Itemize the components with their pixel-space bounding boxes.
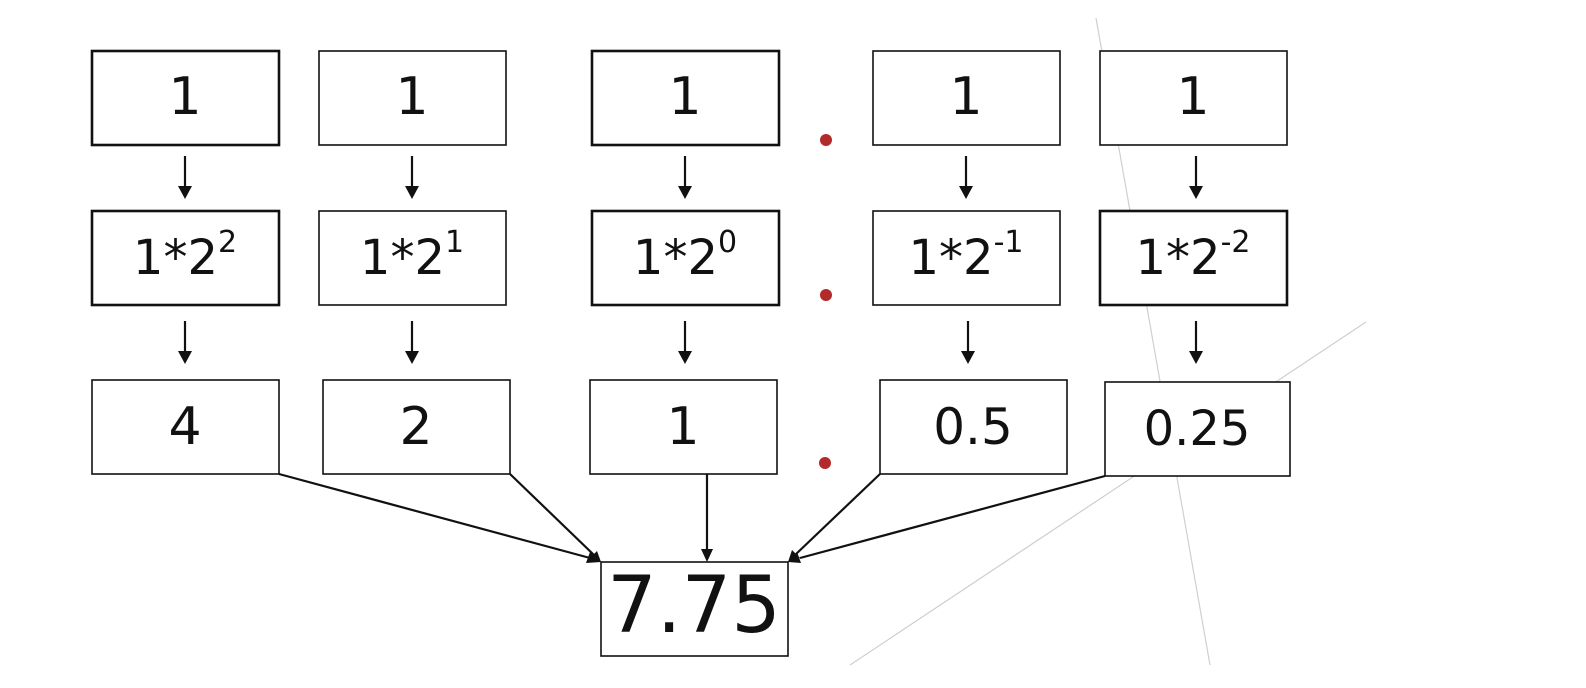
term-box-4: 1*2-2: [1098, 209, 1289, 307]
term-box-4-exponent: -2: [1221, 225, 1251, 260]
term-box-3-exponent: -1: [994, 225, 1024, 260]
bit-box-3: 1: [872, 50, 1061, 146]
bit-box-0-label: 1: [168, 67, 201, 127]
term-box-0-label: 1*22: [133, 225, 237, 287]
arrow-value-to-result-1: [509, 473, 601, 562]
value-box-1: 2: [322, 379, 511, 475]
term-box-1-label: 1*21: [360, 225, 464, 287]
arrow-term-to-value-4: [1189, 321, 1203, 364]
arrow-term-to-value-3: [961, 321, 975, 364]
bit-box-1: 1: [318, 50, 507, 146]
bit-box-0: 1: [90, 49, 281, 147]
arrow-term-to-value-1: [405, 321, 419, 364]
value-box-2-label: 1: [666, 397, 699, 457]
term-box-2: 1*20: [590, 209, 781, 307]
binary-point-dot-row-1: [820, 134, 832, 146]
arrow-term-to-value-2: [678, 321, 692, 364]
term-box-0: 1*22: [90, 209, 281, 307]
term-box-0-base: 1*2: [133, 230, 218, 286]
value-box-3-label: 0.5: [933, 398, 1013, 456]
decorative-line-2: [849, 321, 1367, 666]
bit-box-1-label: 1: [395, 67, 428, 127]
value-box-0-label: 4: [168, 397, 201, 457]
bit-box-4-label: 1: [1176, 67, 1209, 127]
bit-box-2-label: 1: [668, 67, 701, 127]
arrow-bit-to-term-0: [178, 156, 192, 199]
bit-box-4: 1: [1099, 50, 1288, 146]
arrow-bit-to-term-3: [959, 156, 973, 199]
term-box-3: 1*2-1: [872, 210, 1061, 306]
term-box-2-label: 1*20: [633, 225, 737, 287]
arrow-value-to-result-2: [701, 474, 713, 562]
term-box-1-base: 1*2: [360, 230, 445, 286]
result-box: 7.75: [600, 561, 789, 657]
term-box-3-label: 1*2-1: [909, 225, 1024, 287]
binary-point-dot-row-2: [820, 289, 832, 301]
term-box-1: 1*21: [318, 210, 507, 306]
value-box-1-label: 2: [399, 397, 432, 457]
arrow-term-to-value-0: [178, 321, 192, 364]
arrow-value-to-result-4: [788, 474, 1106, 563]
arrow-value-to-result-0: [278, 472, 601, 563]
term-box-3-base: 1*2: [909, 230, 994, 286]
result-label: 7.75: [607, 561, 781, 651]
term-box-4-base: 1*2: [1136, 230, 1221, 286]
value-box-2: 1: [589, 379, 778, 475]
term-box-1-exponent: 1: [445, 225, 464, 260]
term-box-4-label: 1*2-2: [1136, 225, 1251, 287]
value-box-4-label: 0.25: [1144, 401, 1251, 457]
bit-box-2: 1: [590, 49, 781, 147]
arrow-bit-to-term-1: [405, 156, 419, 199]
value-box-0: 4: [91, 379, 280, 475]
value-box-4: 0.25: [1104, 381, 1291, 477]
term-box-2-base: 1*2: [633, 230, 718, 286]
arrow-bit-to-term-2: [678, 156, 692, 199]
arrow-bit-to-term-4: [1189, 156, 1203, 199]
binary-point-dot-row-3: [819, 457, 831, 469]
value-box-3: 0.5: [879, 379, 1068, 475]
term-box-2-exponent: 0: [718, 225, 737, 260]
term-box-0-exponent: 2: [218, 225, 237, 260]
bit-box-3-label: 1: [949, 67, 982, 127]
